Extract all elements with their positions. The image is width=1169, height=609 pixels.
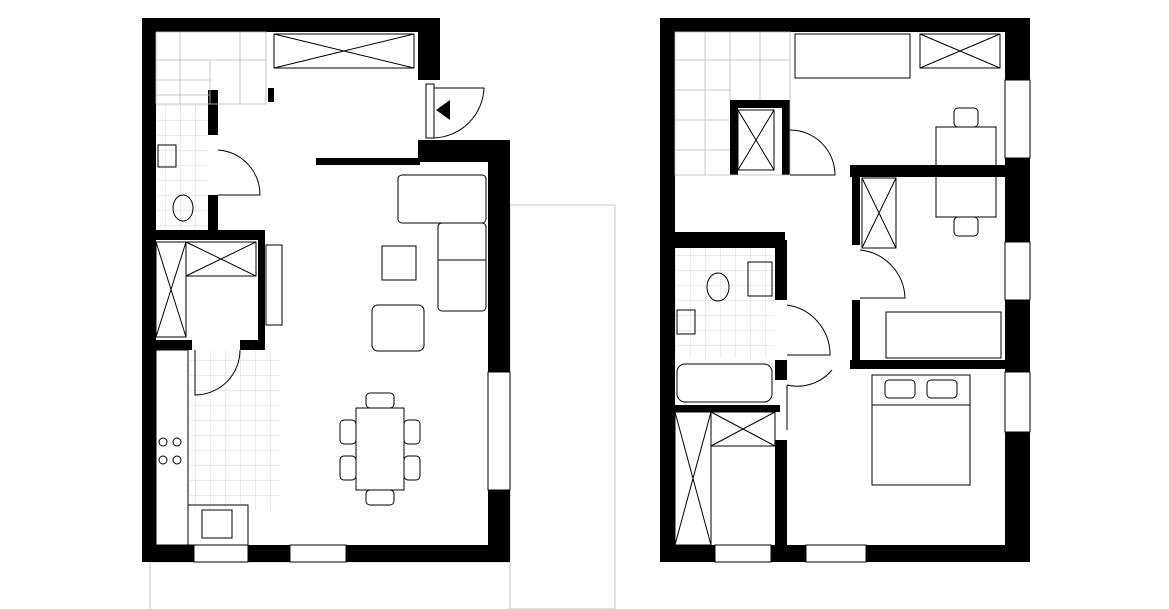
wall <box>782 100 790 175</box>
bathtub <box>676 363 773 403</box>
stairs <box>155 31 267 105</box>
wall <box>418 140 510 162</box>
bathroom-tiles <box>675 248 775 358</box>
window <box>193 544 249 563</box>
sink-icon <box>157 144 177 168</box>
door[interactable] <box>859 249 906 299</box>
wall <box>730 100 738 175</box>
wall <box>730 100 790 108</box>
upper-floor-plan <box>660 18 1031 563</box>
sink-icon <box>676 309 696 335</box>
kitchen-door[interactable] <box>194 349 241 396</box>
wc-tiles <box>156 105 208 235</box>
window <box>1004 371 1031 433</box>
wall <box>208 195 218 235</box>
window <box>714 544 772 563</box>
wall <box>142 230 265 240</box>
wall <box>775 360 787 380</box>
wc-door[interactable] <box>217 149 261 196</box>
bed <box>794 33 911 79</box>
kitchen-counter <box>155 349 249 546</box>
wall <box>852 170 860 245</box>
wall <box>675 405 780 412</box>
wall <box>268 88 274 102</box>
terrace-side <box>509 204 616 609</box>
ground-floor-plan <box>142 18 511 563</box>
wall <box>240 340 265 350</box>
wardrobe <box>674 33 1001 546</box>
wall <box>258 230 265 340</box>
coffee-table <box>381 245 417 281</box>
washing-machine <box>747 261 773 297</box>
terrace-front <box>149 561 511 609</box>
kitchen-tiles <box>190 350 280 510</box>
wall <box>488 140 510 562</box>
window <box>487 371 511 491</box>
door[interactable] <box>786 304 831 356</box>
wall <box>775 240 787 300</box>
wall <box>208 90 218 135</box>
window <box>1004 79 1031 159</box>
wall <box>660 18 675 562</box>
toilet-icon <box>706 272 730 302</box>
kitchen-sink-icon <box>201 509 233 539</box>
window <box>805 544 867 563</box>
desk <box>935 107 997 237</box>
wall <box>316 158 420 165</box>
toilet-icon <box>172 194 194 222</box>
wall <box>142 340 192 350</box>
wall <box>142 18 156 562</box>
door[interactable] <box>786 369 833 430</box>
terrace-door[interactable] <box>289 544 347 563</box>
entrance-door[interactable] <box>425 83 485 139</box>
bed <box>885 311 1002 359</box>
sofa <box>397 174 487 312</box>
double-bed <box>871 374 971 486</box>
wall <box>142 18 440 32</box>
dining-table <box>339 392 421 506</box>
wall <box>850 360 1005 369</box>
entrance-arrow-icon <box>436 100 450 120</box>
wall <box>852 300 860 362</box>
wall <box>660 232 785 248</box>
stairs <box>674 31 791 176</box>
tv-unit <box>265 244 283 326</box>
window <box>1004 241 1031 301</box>
wall <box>660 18 1030 32</box>
door[interactable] <box>789 129 836 176</box>
wall <box>775 440 787 562</box>
armchair <box>371 304 425 352</box>
wall <box>418 18 440 80</box>
wall <box>850 165 1005 177</box>
wardrobe <box>155 33 415 338</box>
